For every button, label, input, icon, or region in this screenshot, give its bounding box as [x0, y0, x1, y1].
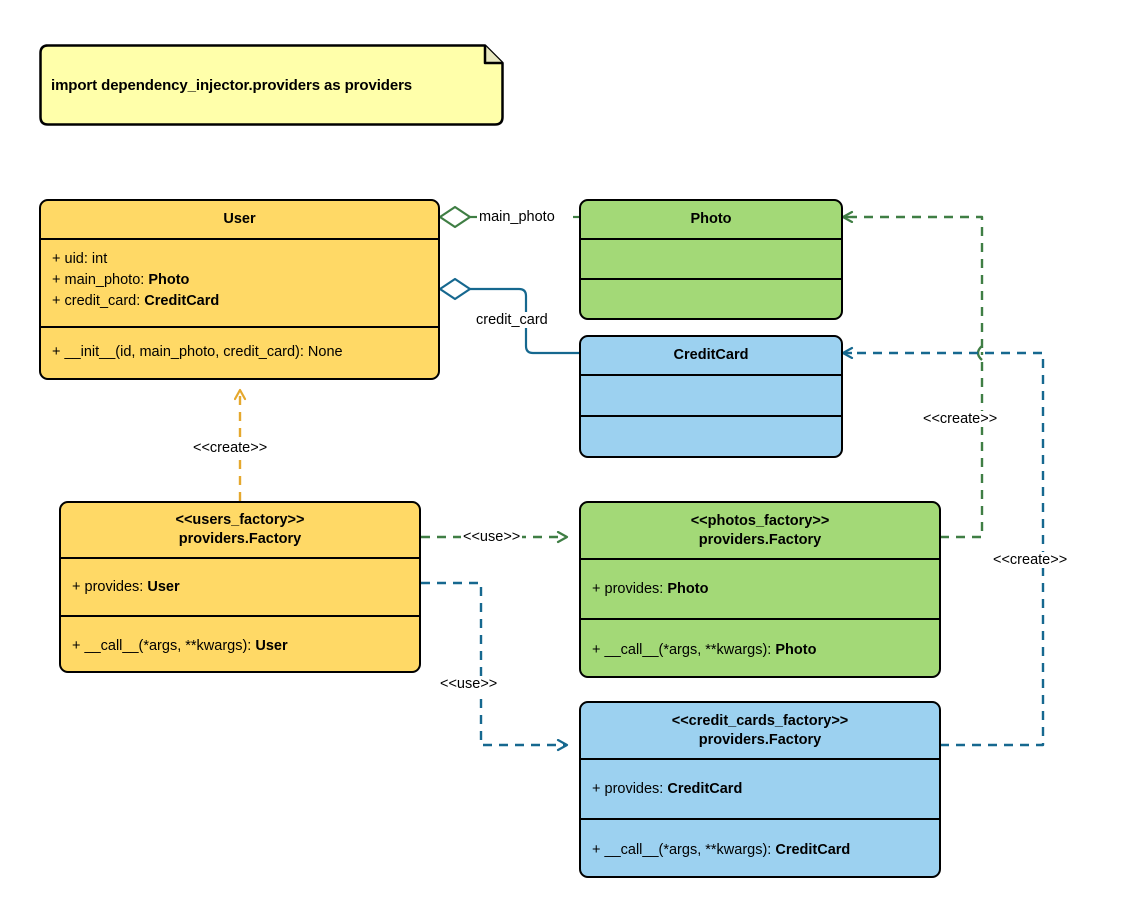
photos-factory-attribute-provides: + provides: Photo: [592, 580, 709, 597]
credit-cards-factory-method-call: + __call__(*args, **kwargs): CreditCard: [592, 841, 851, 858]
edge-label-use-credit-cards-factory: <<use>>: [438, 676, 500, 692]
credit-cards-factory-title-compartment: <<credit_cards_factory>> providers.Facto…: [581, 703, 939, 760]
edge-label-credit-card: credit_card: [474, 312, 550, 328]
photos-factory-methods-compartment: + __call__(*args, **kwargs): Photo: [581, 620, 939, 676]
users-factory-methods-compartment: + __call__(*args, **kwargs): User: [61, 617, 419, 671]
edge-users-factory-use-credit-cards-factory: [421, 581, 567, 745]
class-box-credit-card[interactable]: CreditCard: [579, 335, 843, 458]
edge-label-use-photos-factory: <<use>>: [461, 529, 523, 545]
edge-label-main-photo: main_photo: [477, 209, 557, 225]
credit-card-attributes-compartment: [581, 376, 841, 417]
credit-cards-factory-name: providers.Factory: [698, 731, 822, 748]
photos-factory-attributes-compartment: + provides: Photo: [581, 560, 939, 620]
credit-card-methods-compartment: [581, 417, 841, 456]
note-import: import dependency_injector.providers as …: [39, 44, 504, 126]
edge-label-create-credit-card: <<create>>: [991, 552, 1070, 568]
class-box-credit-cards-factory[interactable]: <<credit_cards_factory>> providers.Facto…: [579, 701, 941, 878]
credit-card-title-compartment: CreditCard: [581, 337, 841, 376]
user-attributes-compartment: + uid: int + main_photo: Photo + credit_…: [41, 240, 438, 328]
photos-factory-title-compartment: <<photos_factory>> providers.Factory: [581, 503, 939, 560]
credit-card-title: CreditCard: [673, 347, 749, 363]
photos-factory-stereotype: <<photos_factory>>: [690, 512, 830, 529]
user-methods-compartment: + __init__(id, main_photo, credit_card):…: [41, 328, 438, 377]
credit-cards-factory-stereotype: <<credit_cards_factory>>: [671, 712, 849, 729]
note-text: import dependency_injector.providers as …: [51, 76, 413, 94]
credit-cards-factory-attribute-provides: + provides: CreditCard: [592, 780, 743, 797]
users-factory-title-compartment: <<users_factory>> providers.Factory: [61, 503, 419, 559]
user-title: User: [223, 211, 256, 227]
users-factory-attributes-compartment: + provides: User: [61, 559, 419, 617]
photo-title-compartment: Photo: [581, 201, 841, 240]
user-attribute-uid: + uid: int: [52, 251, 108, 267]
photo-methods-compartment: [581, 280, 841, 318]
photo-title: Photo: [690, 211, 732, 227]
credit-cards-factory-attributes-compartment: + provides: CreditCard: [581, 760, 939, 820]
users-factory-name: providers.Factory: [178, 531, 302, 547]
class-box-photos-factory[interactable]: <<photos_factory>> providers.Factory + p…: [579, 501, 941, 678]
users-factory-stereotype: <<users_factory>>: [175, 512, 305, 528]
photos-factory-method-call: + __call__(*args, **kwargs): Photo: [592, 641, 817, 658]
user-method-init: + __init__(id, main_photo, credit_card):…: [52, 344, 343, 360]
note-shape: [39, 44, 504, 126]
user-title-compartment: User: [41, 201, 438, 240]
photo-attributes-compartment: [581, 240, 841, 280]
class-box-user[interactable]: User + uid: int + main_photo: Photo + cr…: [39, 199, 440, 380]
edge-label-create-user: <<create>>: [191, 440, 270, 456]
users-factory-attribute-provides: + provides: User: [72, 578, 180, 595]
edge-photos-factory-create-photo: [843, 217, 984, 539]
class-box-photo[interactable]: Photo: [579, 199, 843, 320]
photos-factory-name: providers.Factory: [698, 531, 822, 548]
credit-cards-factory-methods-compartment: + __call__(*args, **kwargs): CreditCard: [581, 820, 939, 876]
user-attribute-main-photo: + main_photo: Photo: [52, 272, 190, 288]
edge-label-create-photo: <<create>>: [921, 411, 1000, 427]
users-factory-method-call: + __call__(*args, **kwargs): User: [72, 637, 288, 654]
user-attribute-credit-card: + credit_card: CreditCard: [52, 293, 220, 309]
class-box-users-factory[interactable]: <<users_factory>> providers.Factory + pr…: [59, 501, 421, 673]
